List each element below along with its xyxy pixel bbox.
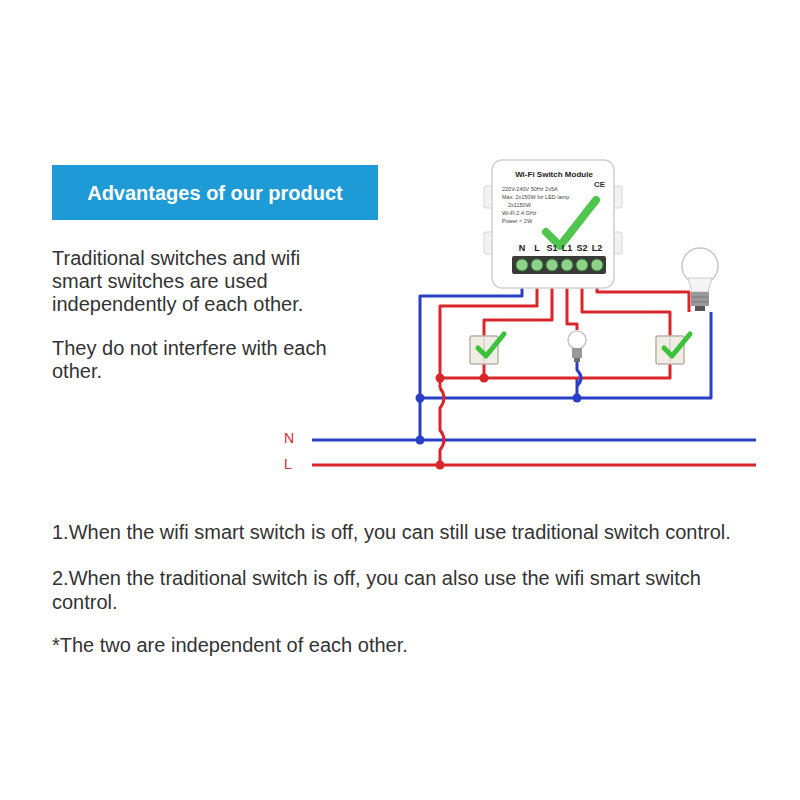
node-title: Advantages of our product [52,181,378,205]
live-wire [440,284,537,388]
switch-wire [484,284,552,336]
pin-name: L2 [588,243,606,254]
spec-text: 2x1150W [508,202,578,209]
pin-name: L1 [558,243,576,254]
light-bulb [682,248,718,311]
spec-text: Max. 2x150W for LED lamp [502,194,592,201]
body-text: They do not interfere with each other. [52,337,352,383]
live-wire [440,388,444,465]
spec-text: Wi-Fi:2.4 GHz [502,210,572,217]
junction-dots [416,374,582,470]
pin-name: S2 [573,243,591,254]
wall-switch [656,334,690,364]
note-text: *The two are independent of each other. [52,633,752,657]
lamp-wire [597,284,689,312]
neutral-wire [577,312,711,398]
note-text: 1.When the wifi smart switch is off, you… [52,520,752,544]
body-text: Traditional switches and wifi smart swit… [52,247,352,316]
lamp-wire [567,284,577,330]
neutral-line [312,439,756,442]
module-housing [484,160,622,288]
spec-text: 220V-240V 50Hz 2x5A [502,186,592,193]
pin-name: S1 [543,243,561,254]
wall-switch [470,334,504,364]
line-name: L [284,456,300,473]
neutral-wire [577,362,581,386]
light-bulb [568,331,586,362]
pin-name: L [529,243,545,254]
live-wire [440,364,670,378]
live-line [312,464,756,467]
title-banner: Advantages of our product [52,165,378,220]
check-mark [546,200,596,246]
ce-mark: CE [594,180,610,190]
note-text: 2.When the traditional switch is off, yo… [52,566,752,614]
wifi-module: Wi-Fi Switch Module 220V-240V 50Hz 2x5AMa… [492,160,614,256]
pin-name: N [514,243,530,254]
node-title: Wi-Fi Switch Module [502,170,606,180]
spec-text: Power < 2W [502,218,552,225]
line-name: N [284,430,300,447]
